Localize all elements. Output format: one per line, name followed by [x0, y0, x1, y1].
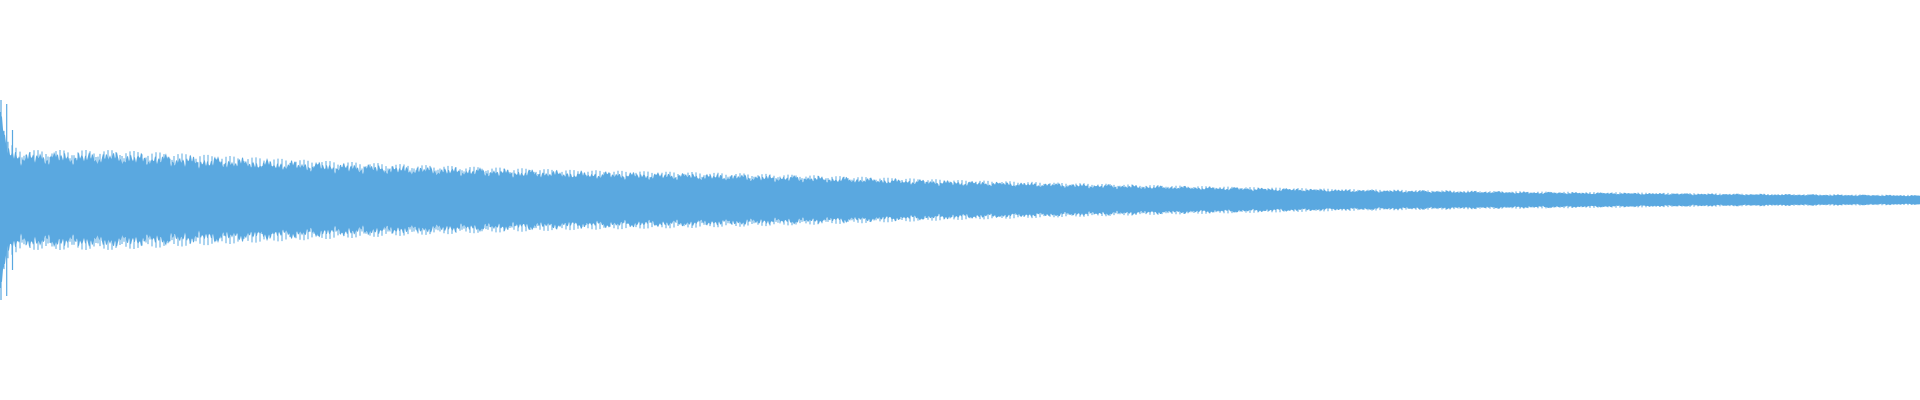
waveform-body	[0, 112, 1920, 288]
waveform-strokes	[0, 112, 1920, 288]
waveform-transients	[0, 100, 14, 300]
